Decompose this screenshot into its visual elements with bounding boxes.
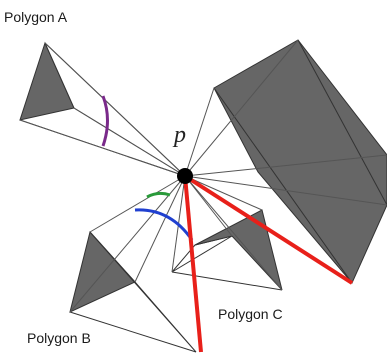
ray-to-b-left	[69, 175, 186, 313]
ray-to-b-top	[89, 175, 186, 233]
ray-to-lower-bottom	[184, 175, 283, 291]
label-polygon-b: Polygon B	[27, 330, 91, 346]
polygon-c-top	[213, 39, 387, 284]
polygon-c-edge-2	[297, 39, 387, 206]
label-point-p: p	[172, 122, 186, 148]
ray-to-lower-mid	[184, 175, 233, 237]
ray-to-a-bottom	[19, 119, 186, 177]
polygon-a	[19, 41, 186, 177]
polygon-c-edge-1	[213, 87, 353, 284]
ray-to-c-left	[184, 87, 215, 177]
angle-arc-blue	[134, 208, 194, 241]
label-polygon-c: Polygon C	[218, 306, 283, 322]
ray-to-lower-right	[184, 175, 263, 211]
angle-arc-purple	[101, 95, 109, 147]
polygon-c-shaded-face	[213, 39, 387, 284]
polygon-b-edge	[69, 311, 197, 353]
sight-rays	[19, 39, 387, 313]
polygon-b	[69, 230, 197, 353]
ray-to-c-top	[184, 39, 299, 177]
ray-to-b-mid	[134, 175, 186, 283]
viewpoint-dot	[177, 168, 193, 184]
ray-to-a-corner	[73, 107, 186, 177]
ray-to-a-apex	[44, 42, 186, 177]
ray-to-c-right-lower	[184, 175, 387, 206]
boundary-ray-left	[183, 175, 203, 353]
label-polygon-a: Polygon A	[4, 9, 68, 25]
angle-arc-green	[146, 191, 171, 199]
ray-to-c-right	[184, 154, 387, 177]
boundary-ray-right	[183, 174, 354, 285]
polygon-c-lower-edge	[171, 271, 283, 291]
polygon-b-shaded-face-right	[89, 231, 197, 353]
